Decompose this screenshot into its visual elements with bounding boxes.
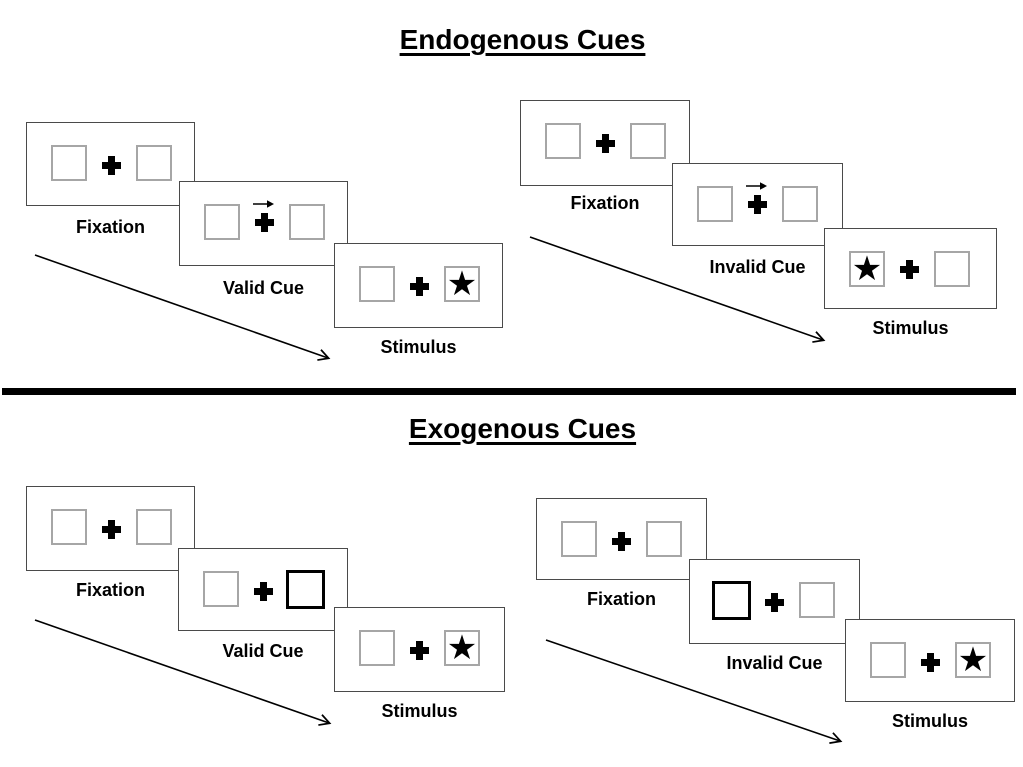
panel-endo-invalid-cue	[672, 163, 843, 246]
panel-label: Fixation	[570, 193, 640, 213]
panel-exo-valid-stimulus: ★	[334, 607, 505, 692]
right-target-box: ★	[444, 630, 480, 666]
fixation-cross-icon	[900, 260, 919, 279]
panel-label: Valid Cue	[222, 641, 304, 661]
fixation-cross-icon	[612, 532, 631, 551]
panel-label: Stimulus	[380, 337, 457, 357]
fixation-cross-icon	[410, 277, 429, 296]
panel-endo-valid-fixation	[26, 122, 195, 206]
panel-endo-valid-cue	[179, 181, 348, 266]
fixation-cross-icon	[921, 653, 940, 672]
panel-exo-invalid-cue	[689, 559, 860, 644]
section-title-exogenous: Exogenous Cues	[408, 413, 637, 444]
timeline-arrow-endogenous-valid	[34, 254, 331, 361]
timeline-arrow-endogenous-invalid	[529, 236, 826, 343]
section-title-endogenous: Endogenous Cues	[399, 24, 646, 55]
panel-exo-valid-fixation	[26, 486, 195, 571]
fixation-cross-icon	[765, 593, 784, 612]
right-placeholder-box	[630, 123, 666, 159]
panel-label: Invalid Cue	[709, 257, 806, 277]
panel-endo-valid-stimulus: ★	[334, 243, 503, 328]
left-placeholder-box	[359, 630, 395, 666]
left-placeholder-box	[51, 145, 87, 181]
right-placeholder-box	[289, 204, 325, 240]
fixation-cross-icon	[410, 641, 429, 660]
right-target-box: ★	[955, 642, 991, 678]
panel-label: Fixation	[586, 589, 656, 609]
star-icon: ★	[446, 265, 478, 303]
panel-label: Stimulus	[381, 701, 458, 721]
right-highlight-cue-box	[286, 570, 325, 609]
panel-label: Fixation	[75, 580, 145, 600]
right-placeholder-box	[646, 521, 682, 557]
left-placeholder-box	[51, 509, 87, 545]
timeline-arrow-exogenous-valid	[34, 619, 332, 726]
right-target-box: ★	[444, 266, 480, 302]
left-placeholder-box	[203, 571, 239, 607]
star-icon: ★	[851, 250, 883, 288]
panel-label: Stimulus	[891, 711, 968, 731]
section-divider	[2, 388, 1016, 395]
right-arrow-cue-icon	[746, 182, 767, 190]
right-placeholder-box	[136, 145, 172, 181]
panel-label: Stimulus	[872, 318, 949, 338]
left-placeholder-box	[359, 266, 395, 302]
left-placeholder-box	[697, 186, 733, 222]
star-icon: ★	[446, 629, 478, 667]
fixation-cross-icon	[596, 134, 615, 153]
panel-label: Fixation	[75, 217, 145, 237]
left-placeholder-box	[561, 521, 597, 557]
fixation-cross-icon	[254, 582, 273, 601]
panel-label: Valid Cue	[222, 278, 305, 298]
panel-exo-invalid-fixation	[536, 498, 707, 580]
fixation-cross-icon	[748, 195, 767, 214]
fixation-cross-icon	[102, 520, 121, 539]
panel-exo-valid-cue	[178, 548, 348, 631]
fixation-cross-icon	[255, 213, 274, 232]
right-placeholder-box	[782, 186, 818, 222]
right-placeholder-box	[136, 509, 172, 545]
right-placeholder-box	[799, 582, 835, 618]
panel-endo-invalid-stimulus: ★	[824, 228, 997, 309]
left-target-box: ★	[849, 251, 885, 287]
panel-label: Invalid Cue	[726, 653, 823, 673]
panel-exo-invalid-stimulus: ★	[845, 619, 1015, 702]
panel-endo-invalid-fixation	[520, 100, 690, 186]
right-arrow-cue-icon	[253, 200, 274, 208]
left-highlight-cue-box	[712, 581, 751, 620]
left-placeholder-box	[204, 204, 240, 240]
left-placeholder-box	[545, 123, 581, 159]
left-placeholder-box	[870, 642, 906, 678]
right-placeholder-box	[934, 251, 970, 287]
star-icon: ★	[957, 641, 989, 679]
fixation-cross-icon	[102, 156, 121, 175]
